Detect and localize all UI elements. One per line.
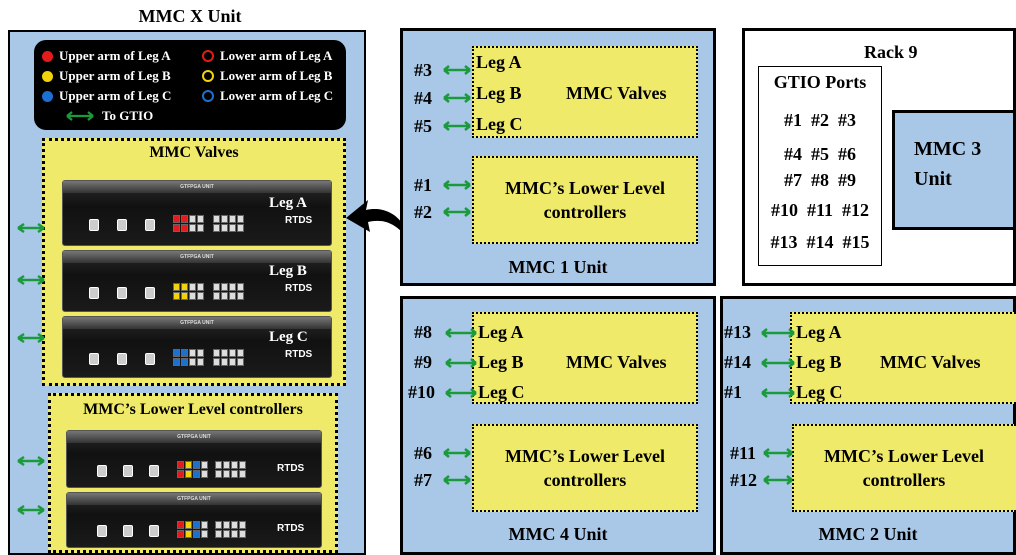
mmc3-line1: MMC 3 <box>914 138 982 160</box>
red-dot-icon <box>42 50 53 62</box>
mmcx-controllers-title: MMC’s Lower Level controllers <box>83 401 303 418</box>
mmc1-port-5: #5 <box>414 116 432 136</box>
mmc1-leg-b: Leg B <box>476 83 522 103</box>
mmc2-leg-b: Leg B <box>796 352 842 372</box>
rack9-title: Rack 9 <box>864 42 918 62</box>
gtio-row-2: #4 #5 #6 <box>784 144 856 164</box>
mmc1-controllers-line1: MMC’s Lower Level <box>505 178 665 198</box>
gtio-ports-title: GTIO Ports <box>773 72 867 92</box>
device-leg-b: GTFPGA UNIT Leg B RTDS <box>62 250 332 312</box>
mmc2-valves-title: MMC Valves <box>880 352 981 372</box>
mmc4-port-7: #7 <box>414 470 432 490</box>
mmc1-valves-box <box>472 46 698 138</box>
mmc2-port-14: #14 <box>724 352 751 372</box>
device-leg-label: Leg A <box>269 195 307 211</box>
legend-upper-a: Upper arm of Leg A <box>59 48 171 63</box>
mmc2-leg-c: Leg C <box>796 382 843 402</box>
mmc1-port-3: #3 <box>414 60 432 80</box>
mmc4-leg-c: Leg C <box>478 382 525 402</box>
mmc1-title: MMC 1 Unit <box>508 257 608 277</box>
mmc1-leg-a: Leg A <box>476 52 522 72</box>
device-leg-label: Leg C <box>269 329 308 345</box>
gtio-row-3: #7 #8 #9 <box>784 170 856 190</box>
mmc2-port-1: #1 <box>724 382 742 402</box>
mmc4-port-6: #6 <box>414 443 432 463</box>
legend-upper-b: Upper arm of Leg B <box>59 68 171 83</box>
blue-dot-icon <box>42 90 53 102</box>
rtds-logo: RTDS <box>277 523 305 534</box>
mmc4-title: MMC 4 Unit <box>508 524 608 544</box>
rtds-logo: RTDS <box>285 283 313 294</box>
device-leg-c: GTFPGA UNIT Leg C RTDS <box>62 316 332 378</box>
mmc1-controllers-box <box>472 156 698 244</box>
mmc1-port-4: #4 <box>414 88 432 108</box>
device-controller-1: GTFPGA UNIT RTDS <box>66 430 322 488</box>
mmc1-port-1: #1 <box>414 175 432 195</box>
legend-lower-b: Lower arm of Leg B <box>220 68 333 83</box>
mmc1-controllers-line2: controllers <box>543 202 627 222</box>
mmc2-port-11: #11 <box>730 443 757 463</box>
yellow-dot-icon <box>42 70 53 82</box>
gtio-ports-box <box>758 66 882 266</box>
mmc2-valves-box <box>790 312 1016 404</box>
mmc4-controllers-line2: controllers <box>543 470 627 490</box>
legend: Upper arm of Leg A Lower arm of Leg A Up… <box>34 40 346 130</box>
red-ring-icon <box>202 50 214 62</box>
rtds-logo: RTDS <box>277 463 305 474</box>
mmc4-leg-b: Leg B <box>478 352 524 372</box>
mmc2-port-12: #12 <box>730 470 757 490</box>
rtds-logo: RTDS <box>285 215 313 226</box>
gtio-row-5: #13 #14 #15 <box>770 232 870 252</box>
gtio-link-arrows <box>17 222 45 516</box>
mmc4-controllers-line1: MMC’s Lower Level <box>505 446 665 466</box>
gtio-row-4: #10 #11 #12 <box>770 200 869 220</box>
device-leg-a: GTFPGA UNIT Leg A RTDS <box>62 180 332 246</box>
rtds-logo: RTDS <box>285 349 313 360</box>
legend-upper-c: Upper arm of Leg C <box>59 88 172 103</box>
mmc1-port-2: #2 <box>414 202 432 222</box>
mmc4-port-10: #10 <box>408 382 435 402</box>
mmc2-controllers-line2: controllers <box>862 470 946 490</box>
mmc4-valves-box <box>472 312 698 404</box>
mmc4-valves-title: MMC Valves <box>566 352 667 372</box>
mmc2-controllers-line1: MMC’s Lower Level <box>824 446 984 466</box>
mmc2-title: MMC 2 Unit <box>818 524 918 544</box>
mmc2-leg-a: Leg A <box>796 322 842 342</box>
mmc4-controllers-box <box>472 424 698 512</box>
yellow-ring-icon <box>202 70 214 82</box>
mmc4-leg-a: Leg A <box>478 322 524 342</box>
gtio-row-1: #1 #2 #3 <box>784 110 856 130</box>
mmcx-title: MMC X Unit <box>138 6 242 26</box>
mmcx-valves-title: MMC Valves <box>149 144 239 161</box>
mmc1-leg-c: Leg C <box>476 114 523 134</box>
legend-lower-a: Lower arm of Leg A <box>220 48 333 63</box>
legend-lower-c: Lower arm of Leg C <box>220 88 334 103</box>
mmc2-controllers-box <box>792 424 1016 512</box>
device-controller-2: GTFPGA UNIT RTDS <box>66 492 322 548</box>
mmc4-port-9: #9 <box>414 352 432 372</box>
mmc3-unit <box>892 110 1016 230</box>
legend-to-gtio: To GTIO <box>102 108 154 123</box>
device-leg-label: Leg B <box>269 263 307 279</box>
double-arrow-icon <box>66 111 94 121</box>
mmc4-port-8: #8 <box>414 322 432 342</box>
mmc2-port-13: #13 <box>724 322 751 342</box>
mmc1-valves-title: MMC Valves <box>566 83 667 103</box>
mmc3-line2: Unit <box>914 168 952 190</box>
blue-ring-icon <box>202 90 214 102</box>
curved-arrow-icon <box>346 200 410 242</box>
